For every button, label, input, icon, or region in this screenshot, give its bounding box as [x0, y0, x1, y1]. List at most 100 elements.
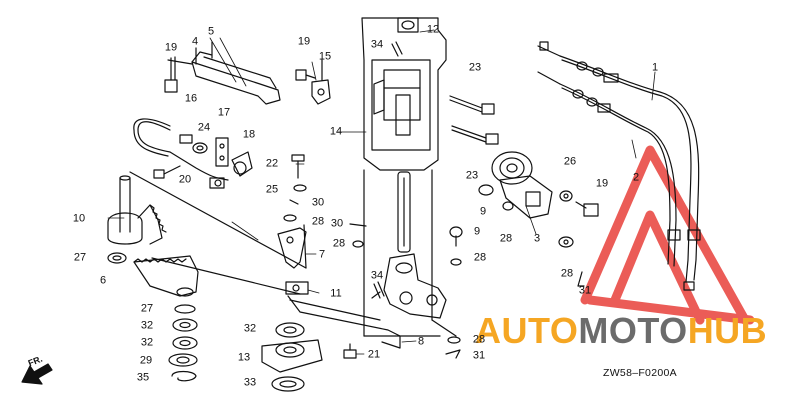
- callout-23-upper: 23: [468, 61, 482, 74]
- washer-28-lower-mid: [450, 258, 462, 266]
- callout-9-upper: 9: [479, 205, 487, 218]
- washer-28-left: [283, 214, 297, 222]
- callout-7: 7: [318, 248, 326, 261]
- pulley-part-3: [491, 151, 553, 219]
- link-part-11: [285, 281, 309, 295]
- callout-32-lower: 32: [243, 322, 257, 335]
- callout-30-upper: 30: [311, 196, 325, 209]
- watermark-part-auto: AUTO: [475, 310, 579, 351]
- callout-28-f: 28: [472, 333, 486, 346]
- watermark-logo-triangle: [580, 145, 755, 325]
- callout-32-mid: 32: [140, 336, 154, 349]
- callout-5: 5: [207, 25, 215, 38]
- callout-8: 8: [417, 335, 425, 348]
- callout-10: 10: [72, 212, 86, 225]
- washer-28-right: [558, 236, 574, 248]
- main-frame-part-14: [361, 17, 447, 171]
- callout-17: 17: [217, 106, 231, 119]
- callout-31-right: 31: [578, 284, 592, 297]
- callout-20: 20: [178, 173, 192, 186]
- bracket-arm-part-4-5: [191, 41, 281, 105]
- bolt-23-upper: [449, 95, 495, 115]
- callout-34-upper: 34: [370, 38, 384, 51]
- callout-2: 2: [632, 171, 640, 184]
- callout-22: 22: [265, 157, 279, 170]
- callout-19-mid: 19: [297, 35, 311, 48]
- callout-13: 13: [237, 351, 251, 364]
- slotted-rod: [397, 171, 411, 253]
- bolt-22: [291, 154, 305, 179]
- callout-25: 25: [265, 183, 279, 196]
- pin-34-lower: [373, 281, 385, 299]
- callout-19-left: 19: [164, 41, 178, 54]
- callout-28-e: 28: [473, 251, 487, 264]
- lever-bracket-part-7: [277, 227, 307, 269]
- throttle-cable-part-1: [537, 41, 701, 291]
- bracket-part-15: [295, 59, 331, 105]
- washer-25: [293, 184, 307, 192]
- washer-part-24: [192, 142, 208, 154]
- washer-33: [271, 376, 305, 392]
- callout-28-b: 28: [332, 237, 346, 250]
- choke-cable-part-2: [537, 71, 681, 267]
- callout-34-lower: 34: [370, 269, 384, 282]
- knob-9-upper: [478, 184, 494, 196]
- callout-28-d: 28: [560, 267, 574, 280]
- callout-24: 24: [197, 121, 211, 134]
- callout-9-lower: 9: [473, 225, 481, 238]
- callout-23-lower: 23: [465, 169, 479, 182]
- clip-part-17: [215, 137, 229, 167]
- callout-16: 16: [184, 92, 198, 105]
- shaft-part-10: [107, 175, 167, 245]
- washer-27-upper: [107, 252, 127, 264]
- callout-30-lower: 30: [330, 217, 344, 230]
- watermark-part-hub: HUB: [687, 310, 768, 351]
- callout-27-upper: 27: [73, 251, 87, 264]
- callout-21: 21: [367, 348, 381, 361]
- choke-cable-part-16: [133, 118, 229, 189]
- callout-14: 14: [329, 125, 343, 138]
- screw-30-upper: [289, 199, 299, 205]
- base-plate-part-13: [261, 339, 323, 373]
- callout-28-a: 28: [311, 215, 325, 228]
- knob-9-lower: [449, 226, 463, 247]
- callout-4: 4: [191, 35, 199, 48]
- callout-32-upper: 32: [140, 319, 154, 332]
- callout-leaders: [107, 29, 656, 355]
- screw-30-lower: [349, 223, 367, 227]
- watermark-part-moto: MOTO: [578, 310, 688, 351]
- callout-29: 29: [139, 354, 153, 367]
- callout-1: 1: [651, 61, 659, 74]
- callout-12: 12: [426, 23, 440, 36]
- callout-35: 35: [136, 371, 150, 384]
- callout-28-c: 28: [499, 232, 513, 245]
- callout-6: 6: [99, 274, 107, 287]
- callout-15: 15: [318, 50, 332, 63]
- bearing-32-lower: [275, 322, 305, 338]
- lower-lever-assembly: [371, 253, 447, 319]
- callout-11: 11: [330, 287, 342, 300]
- diagram-code: ZW58–F0200A: [603, 367, 677, 379]
- pin-34-upper: [391, 41, 403, 57]
- washer-28-center: [352, 240, 364, 248]
- callout-3: 3: [533, 232, 541, 245]
- callout-33: 33: [243, 376, 257, 389]
- callout-18: 18: [242, 128, 256, 141]
- bolt-19-left: [164, 56, 178, 93]
- leader-lines: [129, 59, 307, 295]
- clamp-part-18: [231, 151, 253, 177]
- watermark-text: AUTOMOTOHUB: [475, 313, 767, 349]
- callout-26: 26: [563, 155, 577, 168]
- washer-28-mid: [502, 201, 514, 211]
- washer-28-bottom: [447, 336, 461, 344]
- callout-31-bottom: 31: [472, 349, 486, 362]
- callout-27-lower: 27: [140, 302, 154, 315]
- washer-stack: [168, 304, 198, 382]
- bolt-19-right: [575, 201, 599, 217]
- bolt-21: [343, 343, 357, 359]
- washer-26: [559, 190, 573, 202]
- rod-part-8: [287, 295, 401, 349]
- callout-19-right: 19: [595, 177, 609, 190]
